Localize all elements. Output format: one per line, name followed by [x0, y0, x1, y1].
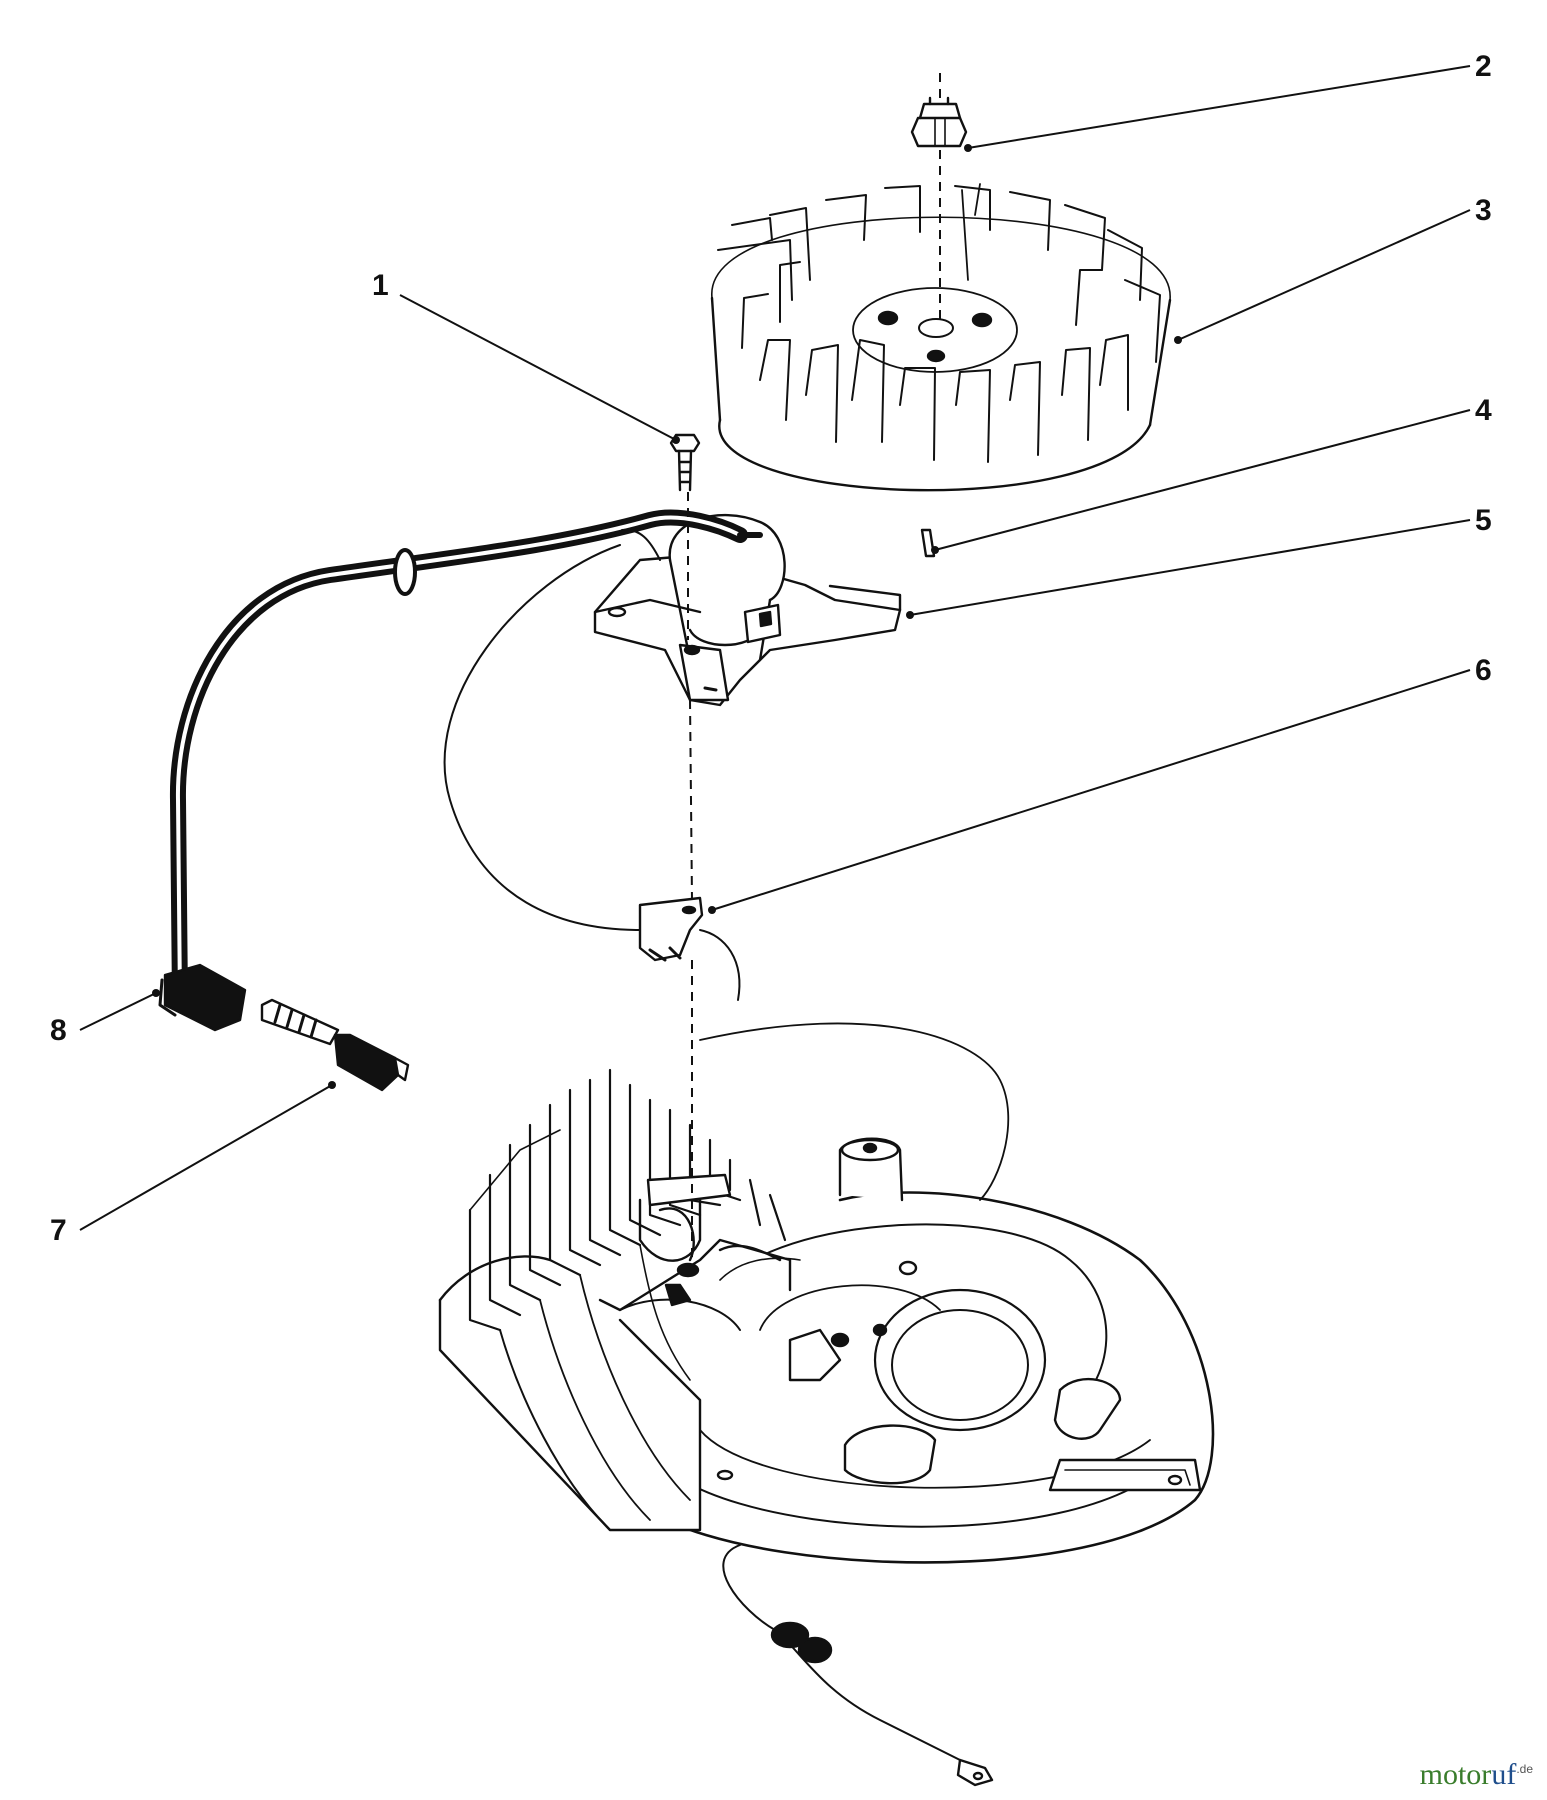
ground-clip [443, 544, 741, 1001]
callout-2: 2 [1475, 50, 1492, 83]
callout-4: 4 [1475, 394, 1492, 427]
spark-plug-wire [158, 509, 763, 1032]
leader-3 [1177, 209, 1471, 341]
ignition-module [593, 513, 902, 707]
engine-block [598, 1022, 1215, 1564]
leader-7 [79, 1084, 333, 1231]
ground-wire [722, 1544, 994, 1787]
assembly-lines [687, 72, 941, 1265]
callout-1: 1 [372, 269, 389, 302]
leader-5 [909, 519, 1471, 616]
flywheel [710, 183, 1172, 492]
leader-4 [934, 409, 1471, 551]
watermark-logo: motoruf.de [1420, 1758, 1533, 1792]
callout-8: 8 [50, 1014, 67, 1047]
leader-1 [399, 294, 677, 441]
callout-6: 6 [1475, 654, 1492, 687]
watermark-part2: uf [1491, 1758, 1517, 1791]
leader-lines [79, 65, 1471, 1231]
watermark-part1: motor [1419, 1758, 1492, 1791]
flywheel-nut [910, 96, 968, 148]
callout-5: 5 [1475, 504, 1492, 537]
leader-8 [79, 992, 157, 1031]
watermark-suffix: .de [1516, 1762, 1533, 1776]
spark-plug [260, 998, 410, 1092]
leader-6 [711, 669, 1471, 911]
leader-2 [967, 65, 1471, 149]
leader-dots [152, 144, 1182, 1089]
flywheel-key [920, 528, 936, 558]
callout-7: 7 [50, 1214, 67, 1247]
callout-3: 3 [1475, 194, 1492, 227]
cylinder-fins [438, 1068, 801, 1532]
